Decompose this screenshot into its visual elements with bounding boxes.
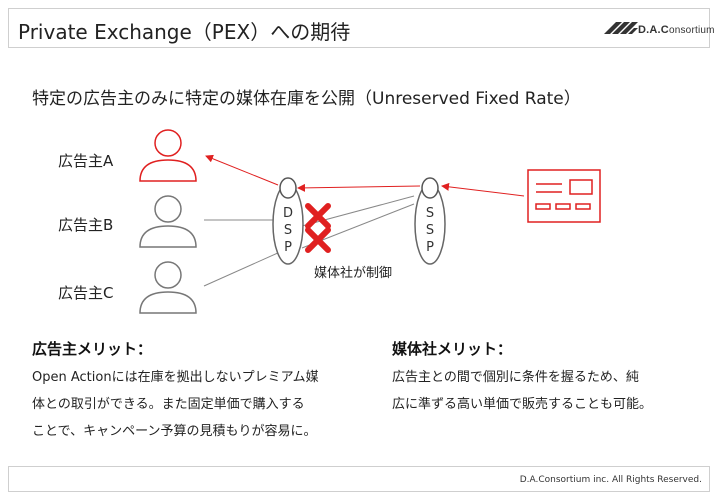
dsp-node [272, 177, 304, 265]
publisher-control-label: 媒体社が制御 [314, 266, 393, 281]
logo-text: D.A.Consortium [638, 24, 715, 36]
dac-logo-icon [604, 22, 638, 34]
advertiser-merit-line: Open Actionには在庫を拠出しないプレミアム媒 [32, 370, 319, 385]
blocked-x-icon-1 [305, 203, 331, 229]
arrow-dsp-advertiser-a [205, 154, 279, 186]
publisher-merit-title: 媒体社メリット： [392, 340, 513, 358]
publisher-merit-body: 広告主との間で個別に条件を握るため、純 広に準ずる高い単価で販売することも可能。 [392, 364, 652, 418]
arrow-publisher-ssp [441, 182, 525, 197]
dsp-letter-3: P [284, 240, 292, 255]
advertiser-merit-line: ことで、キャンペーン予算の見積もりが容易に。 [32, 424, 317, 439]
ssp-letter-3: P [426, 240, 434, 255]
arrow-ssp-dsp [297, 183, 421, 192]
publisher-page-icon [527, 169, 601, 223]
advertiser-merit-title: 広告主メリット： [32, 340, 153, 358]
advertiser-c-icon [139, 261, 197, 314]
ssp-letter-2: S [425, 223, 435, 238]
advertiser-b-icon [139, 195, 197, 248]
logo-text-rest: onsortium [668, 25, 715, 36]
dsp-letter-2: S [283, 223, 293, 238]
title-bar [8, 8, 710, 48]
ssp-node [414, 177, 446, 265]
ssp-letter-1: S [425, 206, 435, 221]
connector-c-dsp [203, 251, 281, 287]
logo-text-bold: D.A.C [638, 24, 669, 36]
advertiser-merit-line: 体との取引ができる。また固定単価で購入する [32, 397, 305, 412]
advertiser-a-icon [139, 129, 197, 182]
advertiser-a-label: 広告主A [58, 152, 114, 170]
dsp-letter-1: D [282, 206, 293, 221]
footer-bar [8, 466, 710, 492]
slide-title: Private Exchange（PEX）への期待 [18, 20, 351, 44]
publisher-merit-line: 広告主との間で個別に条件を握るため、純 [392, 370, 639, 385]
advertiser-c-label: 広告主C [58, 284, 114, 302]
copyright-text: D.A.Consortium inc. All Rights Reserved. [519, 475, 702, 485]
blocked-x-icon-2 [305, 227, 331, 253]
slide-subtitle: 特定の広告主のみに特定の媒体在庫を公開（Unreserved Fixed Rat… [32, 89, 581, 109]
publisher-merit-line: 広に準ずる高い単価で販売することも可能。 [392, 397, 653, 412]
advertiser-merit-body: Open Actionには在庫を拠出しないプレミアム媒 体との取引ができる。また… [32, 364, 319, 445]
advertiser-b-label: 広告主B [58, 216, 114, 234]
